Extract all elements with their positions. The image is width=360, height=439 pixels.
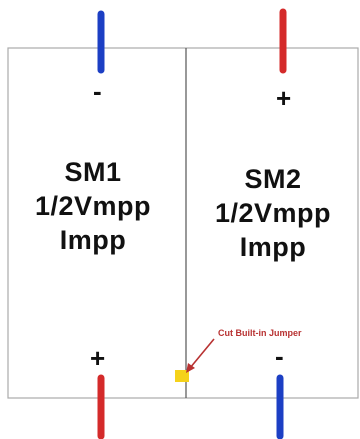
module-outline xyxy=(7,47,359,399)
sm2-voltage: 1/2Vmpp xyxy=(214,198,332,228)
annotation-arrow-line xyxy=(189,338,215,369)
sm2-name: SM2 xyxy=(244,164,302,194)
sm1-bottom-terminal-sign: + xyxy=(90,343,106,373)
annotation-arrow-head xyxy=(186,363,195,373)
sm1-label: SM1 1/2Vmpp Impp xyxy=(0,155,186,257)
sm2-top-terminal-sign: + xyxy=(276,83,292,113)
built-in-jumper-marker xyxy=(175,370,189,382)
cut-jumper-annotation: Cut Built-in Jumper xyxy=(218,328,302,338)
sm1-current: Impp xyxy=(59,225,127,255)
sm1-top-terminal-sign: - xyxy=(93,76,102,106)
sm1-name: SM1 xyxy=(64,157,122,187)
sm2-current: Impp xyxy=(239,232,307,262)
sm1-voltage: 1/2Vmpp xyxy=(34,191,152,221)
sm2-label: SM2 1/2Vmpp Impp xyxy=(186,162,360,264)
sm2-bottom-terminal-sign: - xyxy=(275,341,284,371)
